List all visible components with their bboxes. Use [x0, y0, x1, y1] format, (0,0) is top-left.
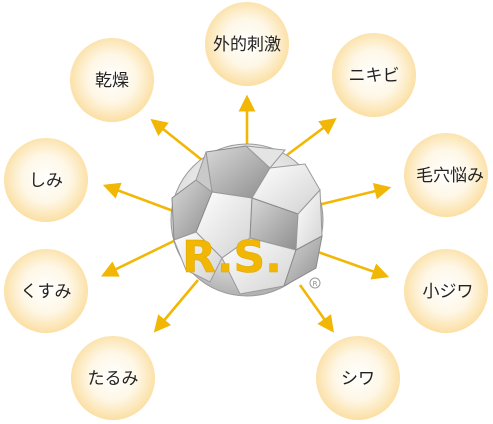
arrow-keana-nayami: [317, 182, 392, 207]
concern-label: シワ: [341, 369, 375, 389]
concern-bubble: 乾燥: [70, 38, 154, 122]
arrow-shimi: [102, 182, 177, 214]
concern-bubble: たるみ: [71, 336, 155, 420]
arrow-kusumi: [100, 236, 181, 277]
soccer-ball-icon: [170, 143, 324, 297]
concern-label: 毛穴悩み: [416, 166, 484, 186]
concern-bubble: くすみ: [4, 249, 88, 333]
concern-bubble: シワ: [316, 336, 400, 420]
registered-mark-icon: R: [309, 277, 321, 289]
concern-label: しみ: [29, 171, 63, 191]
concern-bubble: しみ: [4, 138, 88, 222]
concern-label: 乾燥: [95, 71, 129, 91]
concern-label: たるみ: [88, 369, 139, 389]
registered-mark-letter: R: [313, 280, 318, 288]
center-label: R.S.: [182, 232, 282, 283]
arrow-tarumi: [153, 279, 199, 333]
concern-label: 小ジワ: [423, 282, 474, 302]
arrow-shiwa: [298, 284, 334, 333]
concern-bubble: 外的刺激: [205, 2, 289, 86]
concern-bubble: 小ジワ: [404, 249, 488, 333]
arrow-kansou: [150, 118, 203, 162]
concern-label: くすみ: [21, 282, 72, 302]
arrow-nikibi: [286, 117, 337, 157]
arrow-kojiwa: [317, 250, 390, 280]
concern-bubble: ニキビ: [332, 33, 416, 117]
arrows: [100, 94, 392, 333]
concern-label: 外的刺激: [213, 35, 281, 55]
concern-label: ニキビ: [349, 66, 400, 86]
concern-bubble: 毛穴悩み: [404, 133, 488, 217]
